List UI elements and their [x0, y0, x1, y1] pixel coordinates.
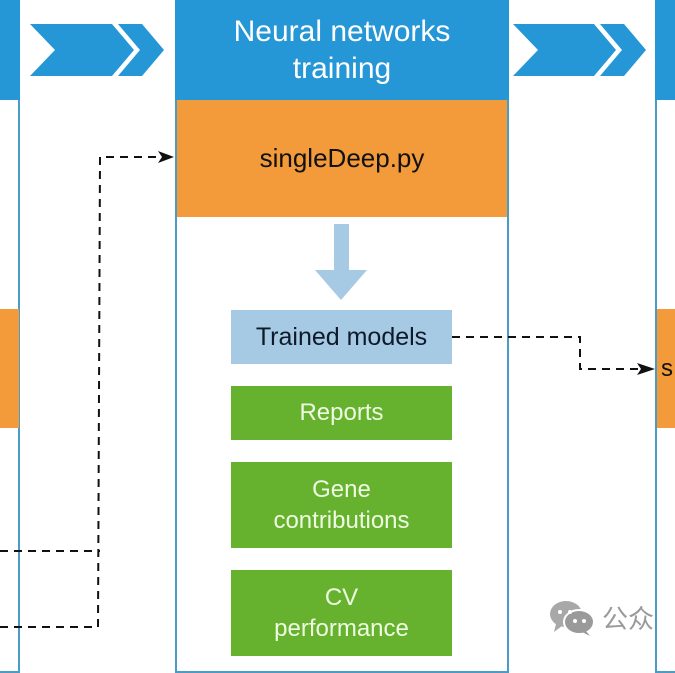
script-box-singledeep[interactable]: singleDeep.py [177, 100, 507, 217]
down-arrow-icon [315, 224, 367, 300]
trained-models-box[interactable]: Trained models [231, 310, 452, 364]
reports-box[interactable]: Reports [231, 386, 452, 440]
center-panel-title-line1: Neural networks [233, 14, 451, 48]
dashed-connector-left [0, 156, 160, 628]
gene-contributions-box[interactable]: Gene contributions [231, 462, 452, 548]
reports-label: Reports [299, 399, 384, 427]
wechat-icon [550, 601, 595, 636]
gene-contributions-line2: contributions [273, 507, 410, 534]
right-panel-script-box: s [657, 309, 675, 428]
right-panel-header [655, 0, 675, 100]
center-panel-title-line2: training [292, 52, 392, 85]
gene-contributions-line1: Gene [312, 475, 371, 503]
arrowhead-to-script-icon [158, 151, 174, 163]
flow-chevrons-left-icon [30, 24, 164, 76]
center-panel-header: Neural networks training [175, 0, 509, 100]
script-label: singleDeep.py [259, 143, 425, 173]
cv-performance-line1: CV [324, 583, 359, 611]
dashed-connector-right [452, 336, 640, 370]
trained-models-label: Trained models [255, 322, 428, 351]
cv-performance-box[interactable]: CV performance [231, 570, 452, 656]
left-panel-header [0, 0, 20, 100]
flow-chevrons-right-icon [513, 24, 646, 76]
arrowhead-to-right-script-icon [637, 363, 655, 375]
cv-performance-line2: performance [274, 615, 409, 642]
watermark: 公众 [548, 597, 675, 637]
watermark-text: 公众 [602, 604, 655, 635]
right-panel-script-partial: s [661, 354, 673, 382]
left-panel-script-box [0, 309, 19, 428]
